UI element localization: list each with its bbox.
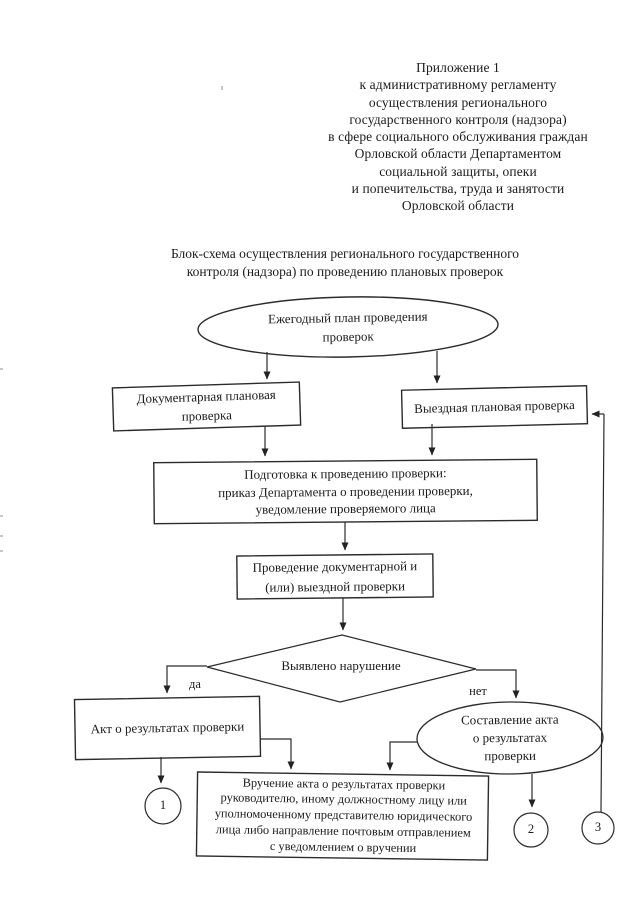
documentary-check-box xyxy=(111,381,302,432)
conduct-check-label: Проведение документарной и (или) выездно… xyxy=(237,554,433,599)
label-line: Выездная плановая проверка xyxy=(414,397,575,416)
label-line: Выявлено нарушение xyxy=(281,658,401,673)
violation-decision-label: Выявлено нарушение xyxy=(241,658,441,674)
connector-2-label: 2 xyxy=(527,822,535,836)
yes-edge-label: да xyxy=(189,677,201,691)
label-line: (или) выездной проверки xyxy=(265,577,406,595)
edge-act-to-delivery xyxy=(260,738,295,770)
connector-1-label: 1 xyxy=(159,798,167,812)
connector-2-circle xyxy=(513,812,549,848)
violation-decision-diamond xyxy=(206,634,477,703)
title-line: Блок-схема осуществления регионального г… xyxy=(170,246,520,261)
label-line: уведомление проверяемого лица xyxy=(255,500,436,518)
connector-3-circle xyxy=(581,811,615,845)
act-drafting-ellipse xyxy=(416,701,604,775)
no-edge-label: нет xyxy=(469,684,487,698)
act-delivery-box xyxy=(195,771,490,861)
edge-connector3-line xyxy=(600,413,605,813)
connector-3-label: 3 xyxy=(594,820,602,834)
annual-plan-label: Ежегодный план проведения проверок xyxy=(223,306,474,348)
label-line: проверки xyxy=(484,747,536,764)
edge-drafting-to-delivery xyxy=(386,741,417,771)
preparation-label: Подготовка к проведению проверки: приказ… xyxy=(154,459,538,523)
label-line: Акт о результатах проверки xyxy=(90,718,245,737)
header-line: и попечительства, труда и занятости xyxy=(351,181,565,197)
annual-plan-ellipse xyxy=(197,296,499,358)
scan-artifact xyxy=(0,368,3,370)
preparation-box xyxy=(153,458,538,525)
header-line: в сфере социального обслуживания граждан xyxy=(328,129,588,145)
title-line: контроля (надзора) по проведению плановы… xyxy=(186,263,504,279)
scan-artifact xyxy=(0,535,3,537)
conduct-check-box xyxy=(236,553,434,600)
act-result-box xyxy=(73,695,262,761)
field-check-label: Выездная плановая проверка xyxy=(402,386,588,429)
label-line: Проведение документарной и xyxy=(252,558,418,575)
header-line: к административному регламенту xyxy=(359,77,557,93)
label-line: о результатах xyxy=(472,729,548,746)
connector-1-circle xyxy=(144,787,182,825)
scan-artifact xyxy=(221,86,223,90)
header-line: осуществления регионального xyxy=(368,94,548,110)
header-line: Орловской области xyxy=(401,198,515,214)
label-line: Составление акта xyxy=(460,711,559,728)
act-delivery-label: Вручение акта о результатах проверки рук… xyxy=(198,774,488,858)
edge-decision-no xyxy=(476,669,520,699)
page-title: Блок-схема осуществления регионального г… xyxy=(125,245,565,280)
scan-artifact xyxy=(0,515,3,517)
header-line: Приложение 1 xyxy=(416,60,500,75)
header-line: социальной защиты, опеки xyxy=(379,163,537,179)
header-line: Орловской области Департаментом xyxy=(354,146,562,162)
label-line: с уведомлением о вручении xyxy=(269,838,417,855)
header-line: государственного контроля (надзора) xyxy=(349,111,567,127)
edge-decision-yes xyxy=(163,665,207,694)
field-check-box xyxy=(400,385,589,429)
scan-artifact xyxy=(0,550,3,552)
documentary-check-label: Документарная плановая проверка xyxy=(112,382,300,431)
act-result-label: Акт о результатах проверки xyxy=(74,696,260,759)
act-drafting-label: Составление акта о результатах проверки xyxy=(420,710,600,766)
appendix-header: Приложение 1 к административному регламе… xyxy=(255,59,640,215)
